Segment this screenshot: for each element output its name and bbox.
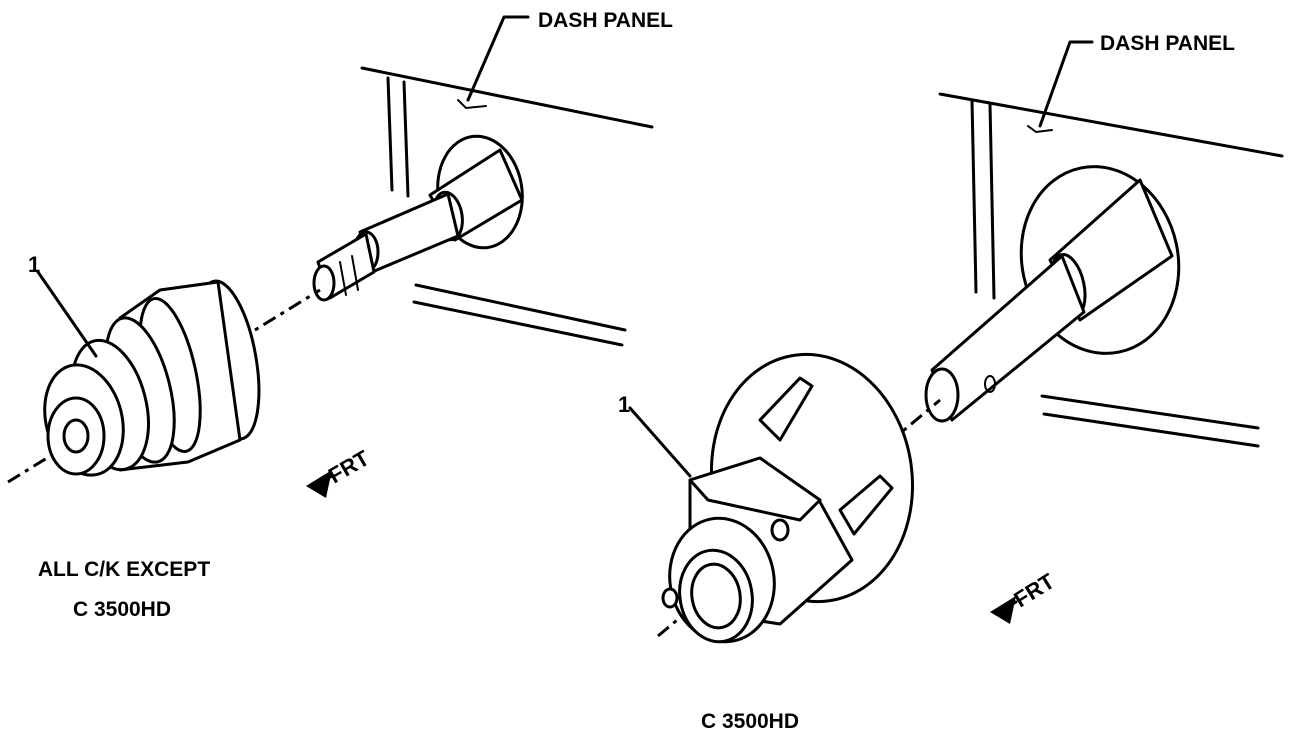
left-view: 1 DASH PANEL FRT ALL C/K EXCEPT C 3500HD <box>7 9 673 621</box>
right-view: 1 DASH PANEL FRT C 3500HD <box>618 32 1284 733</box>
right-front-arrow-icon <box>990 596 1018 624</box>
right-caption: C 3500HD <box>701 710 799 733</box>
left-dash-panel-label: DASH PANEL <box>538 9 673 32</box>
left-caption-line2: C 3500HD <box>73 598 171 621</box>
left-seal-boot <box>43 279 261 477</box>
right-steering-shaft <box>924 178 1174 423</box>
right-callout-leader <box>628 406 692 478</box>
left-callout-leader <box>36 270 98 358</box>
left-front-label: FRT <box>324 445 374 488</box>
left-steering-shaft <box>312 148 524 302</box>
right-bearing-housing <box>661 376 894 644</box>
right-dash-panel-leader <box>1038 40 1094 128</box>
left-callout-number: 1 <box>28 252 40 277</box>
right-dash-panel-tick <box>1027 125 1053 134</box>
right-callout-number: 1 <box>618 392 630 417</box>
left-dash-panel-tick <box>457 99 487 110</box>
left-front-arrow-icon <box>306 470 334 498</box>
right-dash-panel-label: DASH PANEL <box>1100 32 1235 55</box>
left-caption-line1: ALL C/K EXCEPT <box>38 558 210 581</box>
left-dash-panel-leader <box>466 15 530 102</box>
right-front-label: FRT <box>1009 568 1059 612</box>
